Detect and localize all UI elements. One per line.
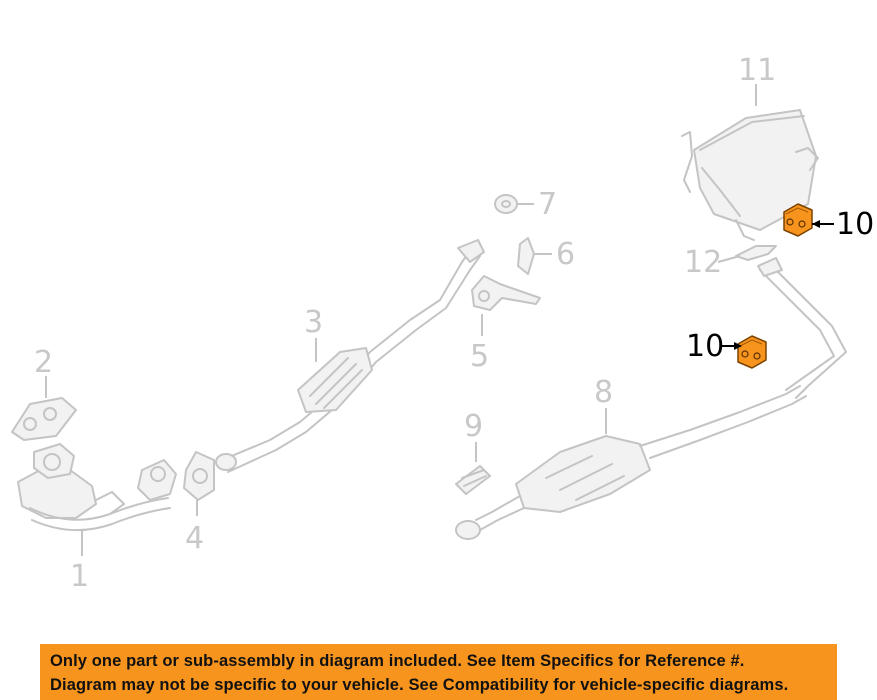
part-4-gasket [183,451,215,501]
callout-5: 5 [470,339,489,374]
part-2-gasket [11,397,77,441]
part-10-hanger-upper [783,203,813,237]
part-7-grommet [494,194,518,214]
callout-2: 2 [34,345,53,380]
part-9-rubber-hanger [455,465,491,495]
callout-3: 3 [304,305,323,340]
disclaimer-line-2: Diagram may not be specific to your vehi… [50,676,789,694]
callout-10-upper: 10 [836,207,874,242]
part-3-front-pipe [215,239,485,473]
exhaust-parts-diagram: 2 1 4 3 7 6 [11,53,874,594]
callout-10-lower: 10 [686,329,724,364]
part-5-hanger [471,275,541,311]
callout-4: 4 [185,521,204,556]
part-11-muffler [681,109,819,241]
callout-7: 7 [538,187,557,222]
callout-8: 8 [594,375,613,410]
callout-12: 12 [684,245,722,280]
callout-9: 9 [464,409,483,444]
disclaimer-line-1: Only one part or sub-assembly in diagram… [50,652,745,670]
part-8-center-pipe [455,385,807,540]
callout-1: 1 [70,559,89,594]
part-10-hanger-lower [737,335,767,369]
tail-pipe [757,257,847,399]
part-6-bracket [517,237,535,275]
part-12-gasket [735,245,777,261]
disclaimer-banner: Only one part or sub-assembly in diagram… [40,644,837,700]
callout-11: 11 [738,53,776,88]
callout-6: 6 [556,237,575,272]
part-1-exhaust-manifold [17,443,177,532]
